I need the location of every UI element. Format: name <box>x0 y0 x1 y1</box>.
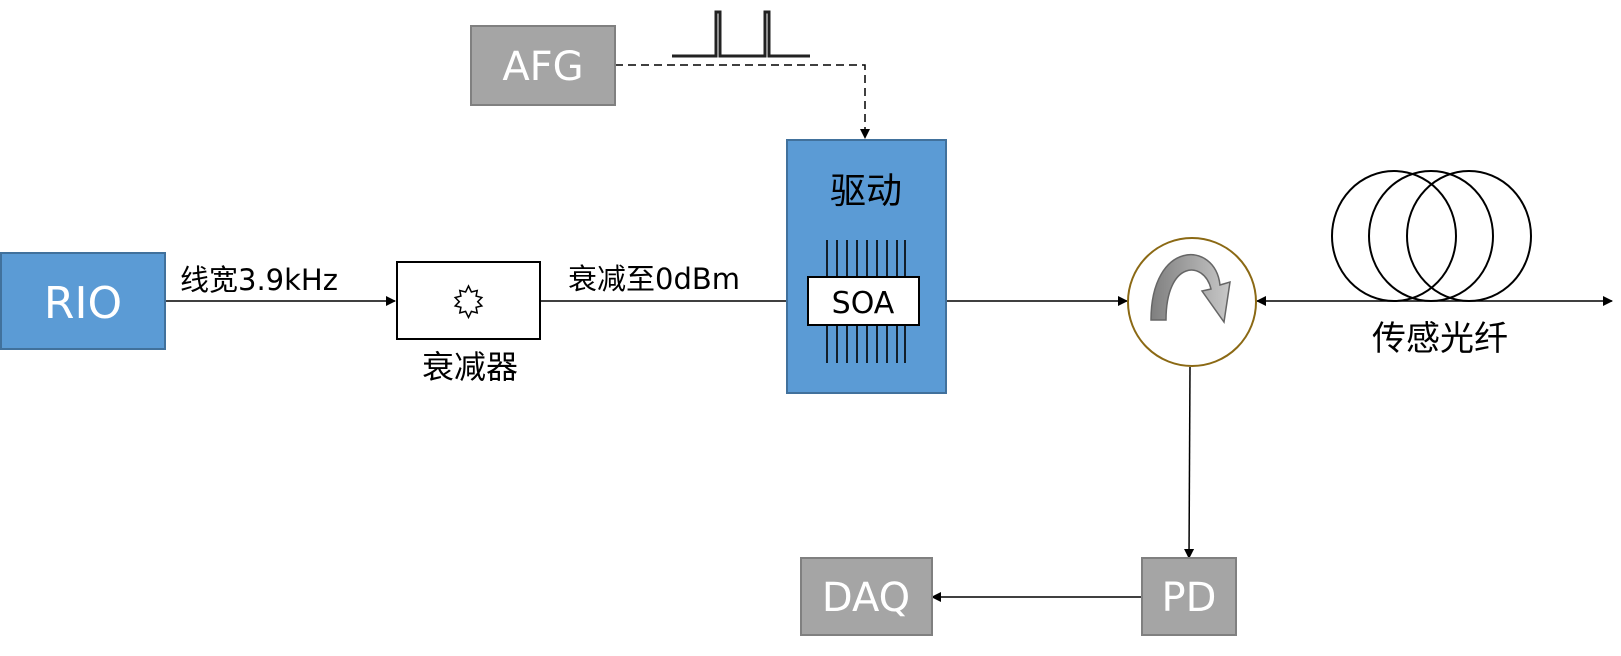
soa-label: SOA <box>832 286 895 321</box>
rio-label: RIO <box>44 278 122 329</box>
attenuator-block <box>396 261 541 340</box>
daq-label: DAQ <box>822 575 910 621</box>
drive-label: 驱动 <box>830 171 902 212</box>
attenuate-to-label: 衰减至0dBm <box>568 262 740 296</box>
circulator-ring <box>1127 237 1257 367</box>
starburst-icon <box>453 284 484 320</box>
afg-block <box>470 25 616 106</box>
attenuator-label: 衰减器 <box>422 348 518 386</box>
curved-arrow-icon <box>1150 253 1231 324</box>
linewidth-label: 线宽3.9kHz <box>180 263 338 297</box>
pulse-train-icon <box>672 10 810 58</box>
circulator-to-pd-line <box>1184 366 1195 559</box>
pd-block <box>1141 557 1237 636</box>
sensing-fiber-label: 传感光纤 <box>1372 319 1508 359</box>
circulator <box>1127 237 1257 367</box>
daq-block <box>800 557 933 636</box>
rio-block <box>0 252 166 350</box>
pd-label: PD <box>1162 575 1217 621</box>
afg-label: AFG <box>502 44 583 90</box>
soa-block <box>807 276 920 326</box>
fiber-coil-icon <box>1331 170 1532 302</box>
afg-to-drive-dashed-line <box>615 64 870 139</box>
